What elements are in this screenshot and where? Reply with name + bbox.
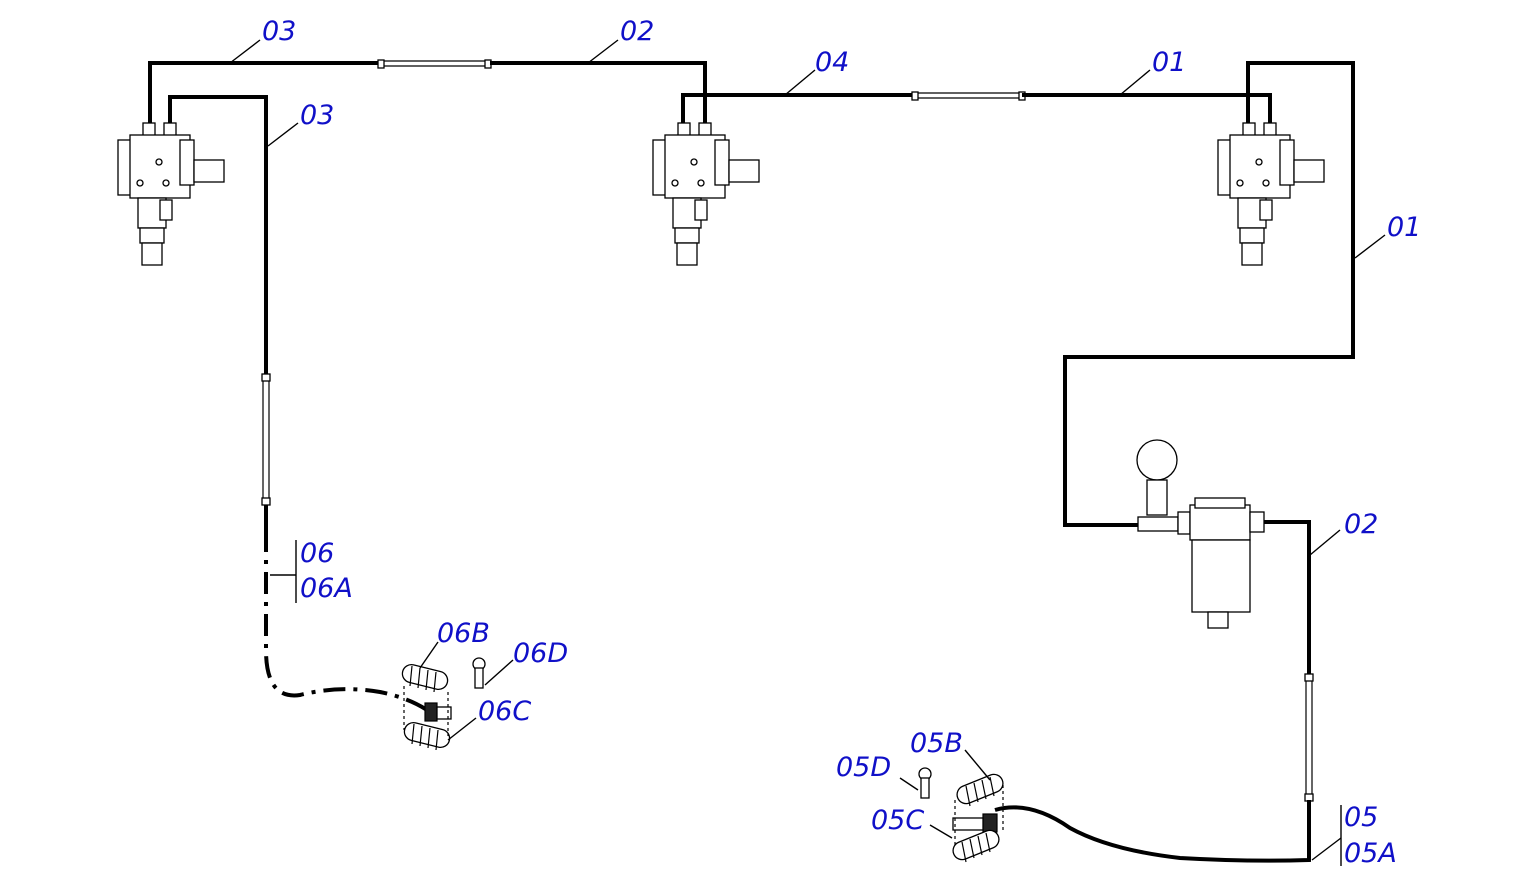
callout-04: 04 [815, 47, 849, 78]
clamp-half-06C [403, 721, 451, 751]
bolt-05D [918, 767, 932, 799]
clamp-half-06B [401, 663, 449, 693]
valve-assembly-left [117, 122, 225, 266]
hose-line-02 [490, 61, 707, 130]
hose-line-03-02 [148, 61, 380, 130]
valve-assembly-right [1217, 122, 1325, 266]
callout-05B: 05B [910, 728, 963, 759]
callout-01-right: 01 [1387, 212, 1421, 243]
bolt-06D [472, 657, 486, 689]
callout-05C: 05C [871, 805, 924, 836]
hose-05 [994, 800, 1311, 863]
hose-06-dashdot [264, 530, 432, 714]
fitting-group-05 [918, 767, 1004, 863]
callout-06C: 06C [478, 696, 531, 727]
callout-03-top: 03 [262, 16, 296, 47]
callout-06D: 06D [513, 638, 568, 669]
pressure-gauge-icon [1136, 439, 1178, 481]
hose-line-03-down [168, 95, 268, 375]
hose-line-01-right [1063, 61, 1355, 527]
clamp-half-05B [956, 773, 1004, 807]
callout-05A: 05A [1344, 838, 1397, 869]
hose-line-02-right [1262, 520, 1311, 675]
callout-02-right: 02 [1344, 509, 1378, 540]
hose-line-01-top [1022, 93, 1272, 130]
callout-02-top: 02 [620, 16, 654, 47]
callout-05D: 05D [836, 752, 891, 783]
hose-line-04 [681, 93, 915, 130]
filter-with-pressure-gauge [1136, 439, 1265, 629]
callout-06B: 06B [437, 618, 490, 649]
callout-03-left: 03 [300, 100, 334, 131]
callout-06A: 06A [300, 573, 353, 604]
clamp-half-05C [952, 829, 1000, 863]
callout-01-top: 01 [1152, 47, 1186, 78]
callout-06: 06 [300, 538, 334, 569]
fitting-group-06 [401, 657, 486, 751]
callout-05: 05 [1344, 802, 1378, 833]
valve-assembly-middle [652, 122, 760, 266]
